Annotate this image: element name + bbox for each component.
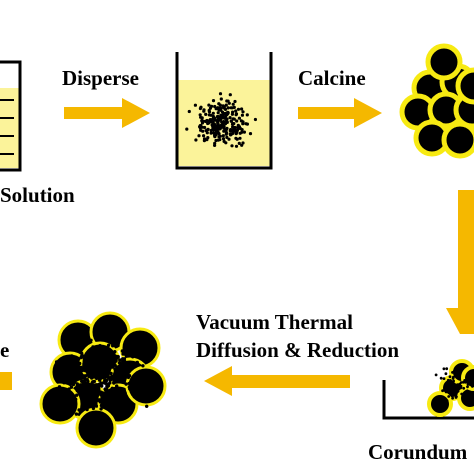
product-cluster — [39, 311, 167, 449]
vacuum-label-line2: Diffusion & Reduction — [196, 338, 400, 362]
disperse-label: Disperse — [62, 66, 139, 90]
corundum-crucible — [382, 359, 474, 420]
solution-label: Solution — [0, 183, 75, 207]
arrow-calcine — [298, 98, 382, 128]
corundum-label: Corundum — [368, 440, 468, 464]
arrow-left-stub — [0, 372, 12, 390]
arrow-down — [446, 190, 474, 334]
arrow-vacuum-reduction — [204, 366, 350, 396]
arrow-disperse — [64, 98, 150, 128]
dispersion-beaker — [175, 52, 273, 170]
dispersed-particles — [185, 92, 257, 148]
solution-beaker — [0, 60, 22, 172]
coated-particle-cluster — [399, 43, 474, 159]
product-label-partial: e — [0, 338, 10, 362]
vacuum-label-line1: Vacuum Thermal — [196, 310, 353, 334]
calcine-label: Calcine — [298, 66, 366, 90]
